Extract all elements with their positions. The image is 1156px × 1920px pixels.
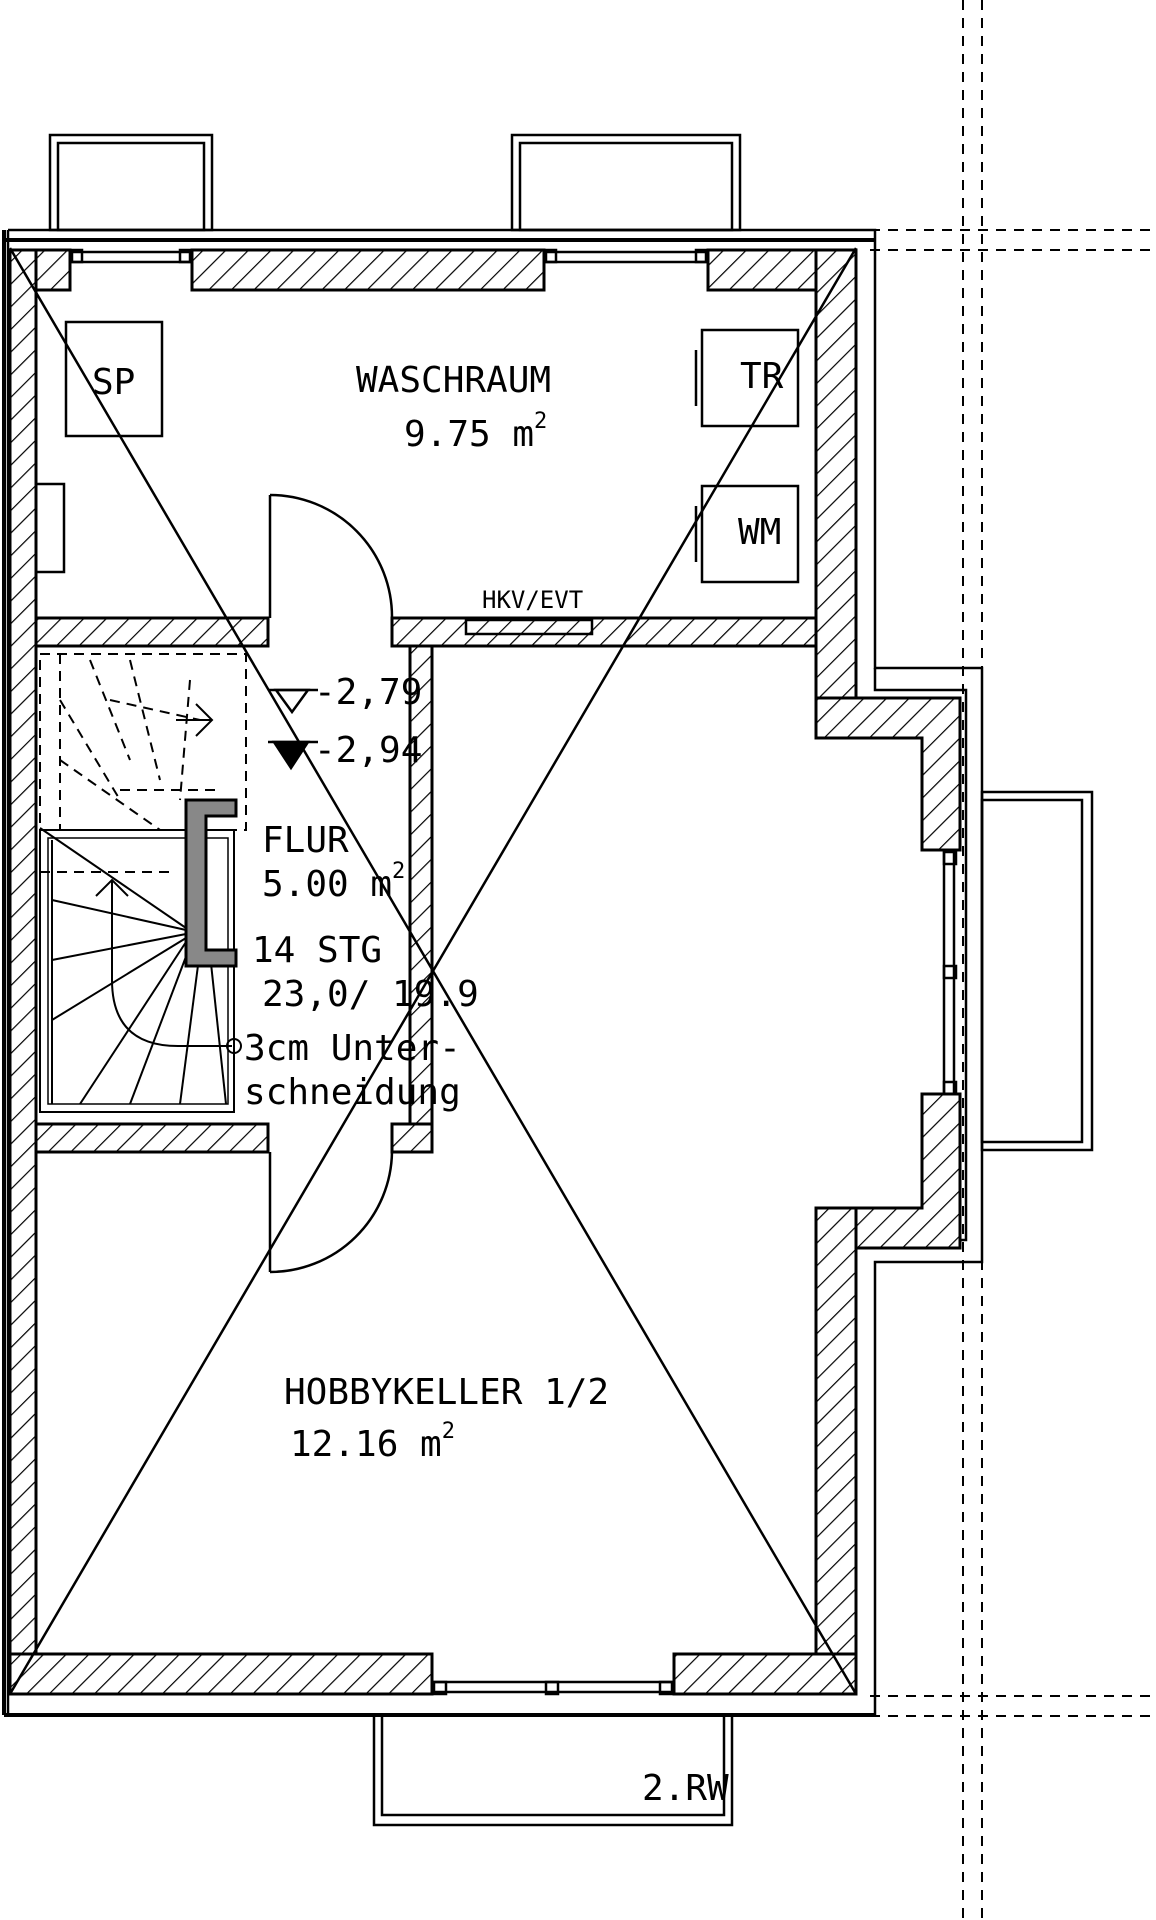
level-markers: [268, 688, 318, 771]
walls: [8, 248, 962, 1696]
window-frames: [48, 133, 1094, 1827]
fixture-sp: SP: [92, 362, 135, 403]
hobbykeller-area: 12.16 m2: [290, 1419, 455, 1465]
fixture-wm: WM: [738, 512, 781, 553]
waschraum-area: 9.75 m2: [404, 409, 547, 455]
hobbykeller-label: HOBBYKELLER 1/2: [284, 1372, 609, 1413]
cross-lines: [8, 247, 858, 1695]
stair-core: [184, 798, 238, 968]
fixture-tr: TR: [740, 356, 784, 397]
level-lower: -2,94: [314, 730, 422, 771]
level-upper: -2,79: [314, 672, 422, 713]
window-label: 2.RW: [642, 1768, 729, 1809]
fixtures: [34, 320, 800, 636]
waschraum-label: WASCHRAUM: [356, 360, 551, 401]
stair-ratio: 23,0/ 19.9: [262, 974, 479, 1015]
axis-lines: [870, 0, 1156, 1920]
flur-area: 5.00 m2: [262, 859, 405, 905]
stair: [39, 653, 247, 1113]
flur-label: FLUR: [262, 820, 349, 861]
stair-steps: 14 STG: [252, 930, 382, 971]
hkv-label: HKV/EVT: [482, 586, 583, 614]
stair-note-2: schneidung: [244, 1072, 461, 1113]
stair-note-1: 3cm Unter-: [244, 1028, 461, 1069]
